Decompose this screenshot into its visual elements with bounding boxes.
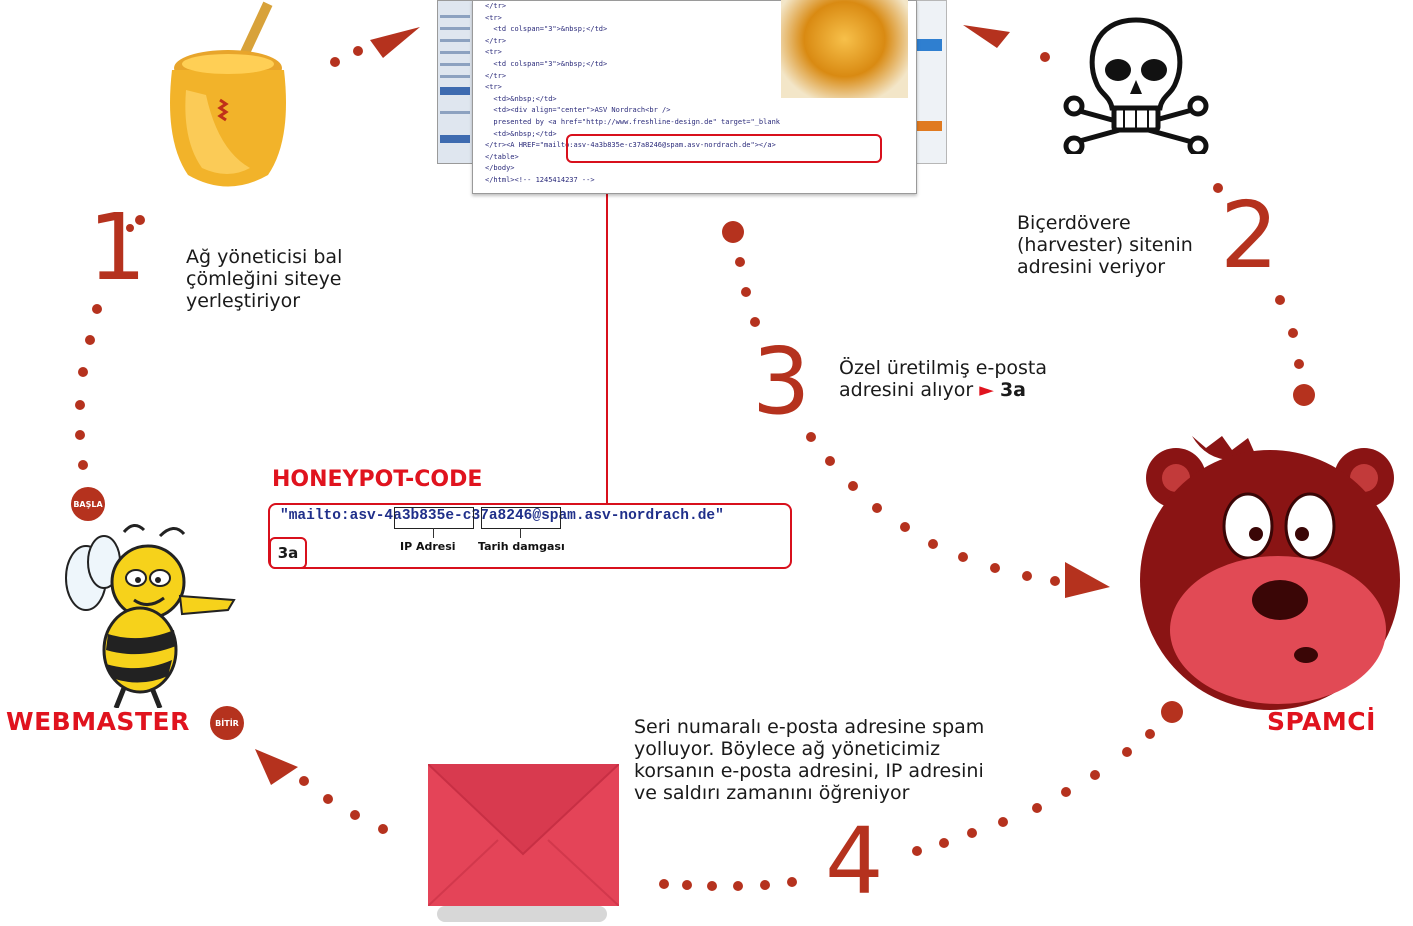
- step-3-text-line2: adresini alıyor: [839, 379, 974, 401]
- code-line: </tr>: [485, 2, 507, 10]
- dotted-path-back: [299, 776, 388, 834]
- code-line: </html><!-- 1245414237 -->: [485, 175, 595, 184]
- dotted-path-1-to-code: [330, 46, 363, 67]
- code-ip: 4a3b835e: [384, 508, 455, 524]
- code-line: </table>: [485, 152, 519, 161]
- step-3-arrow-icon: ►: [979, 379, 994, 401]
- arrow-to-code: [370, 27, 420, 58]
- code-line: <tr>: [485, 48, 502, 57]
- bear-mascot-icon: [1140, 436, 1400, 710]
- code-line: <td><div align="center">ASV Nordrach<br …: [485, 106, 671, 115]
- code-line: </tr>: [485, 36, 507, 45]
- code-prefix: "mailto:asv-: [280, 508, 385, 524]
- envelope-icon: [428, 764, 619, 906]
- browser-window-right: [913, 0, 947, 164]
- honeypot-code: "mailto:asv-4a3b835e-c37a8246@spam.asv-n…: [280, 508, 724, 524]
- code-line: presented by <a href="http://www.freshli…: [485, 117, 781, 126]
- honeypot-title: HONEYPOT-CODE: [272, 467, 483, 492]
- browser-window-back: [437, 0, 475, 164]
- arrow-to-code-from-right: [963, 25, 1010, 48]
- code-date: c37a8246: [462, 508, 533, 524]
- step-3-text-line1: Özel üretilmiş e-posta: [839, 357, 1048, 379]
- honey-jar-icon: [170, 1, 286, 187]
- envelope-shadow: [437, 906, 607, 922]
- step-3-number: 3: [752, 328, 811, 435]
- step-1-number: 1: [88, 194, 147, 301]
- code-line: </tr><A HREF="mailto:asv-4a3b835e-c37a82…: [485, 141, 776, 150]
- webmaster-label: WEBMASTER: [6, 707, 190, 736]
- step-2-number: 2: [1220, 182, 1279, 289]
- step-4-number: 4: [825, 808, 884, 915]
- honeypot-box: [268, 503, 792, 569]
- mailto-highlight: [566, 134, 882, 163]
- ip-label: IP Adresi: [400, 540, 456, 553]
- step-1-text: Ağ yöneticisi bal çömleğini siteye yerle…: [186, 246, 343, 312]
- date-marker: [481, 507, 561, 529]
- spammer-label: SPAMCİ: [1267, 707, 1376, 736]
- code-line: <td>&nbsp;</td>: [485, 129, 557, 138]
- honeypot-tag: 3a: [269, 537, 307, 569]
- step-3-ref: 3a: [999, 379, 1026, 401]
- step-2-text: Biçerdövere (harvester) sitenin adresini…: [1017, 212, 1193, 278]
- arrow-to-spammer: [1065, 562, 1110, 598]
- code-sep: -: [454, 508, 463, 524]
- code-suffix: @spam.asv-nordrach.de": [532, 508, 724, 524]
- source-code-lines: </tr> <tr> <td colspan="3">&nbsp;</td> </t…: [485, 1, 780, 187]
- dotted-path-4: [659, 701, 1183, 891]
- code-line: <tr>: [485, 83, 502, 92]
- step-4-text: Seri numaralı e-posta adresine spam yoll…: [634, 716, 985, 804]
- dotted-path-2: [1040, 52, 1315, 406]
- date-label: Tarih damgası: [478, 540, 565, 553]
- code-line: <tr>: [485, 13, 502, 22]
- code-line: <td colspan="3">&nbsp;</td>: [485, 59, 608, 68]
- skull-crossbones-icon: [1063, 17, 1209, 154]
- ip-tick: [433, 528, 434, 538]
- honey-photo: [781, 0, 908, 98]
- dotted-path-3: [722, 221, 1060, 586]
- ip-marker: [394, 507, 474, 529]
- date-tick: [520, 528, 521, 538]
- code-line: </tr>: [485, 71, 507, 80]
- end-badge: BİTİR: [210, 706, 244, 740]
- dotted-path-left: [75, 215, 145, 470]
- code-line: <td colspan="3">&nbsp;</td>: [485, 25, 608, 34]
- bee-mascot-icon: [65, 524, 236, 708]
- code-line: <td>&nbsp;</td>: [485, 94, 557, 103]
- code-line: </body>: [485, 164, 515, 173]
- arrow-to-webmaster: [255, 749, 298, 785]
- start-badge: BAŞLA: [71, 487, 105, 521]
